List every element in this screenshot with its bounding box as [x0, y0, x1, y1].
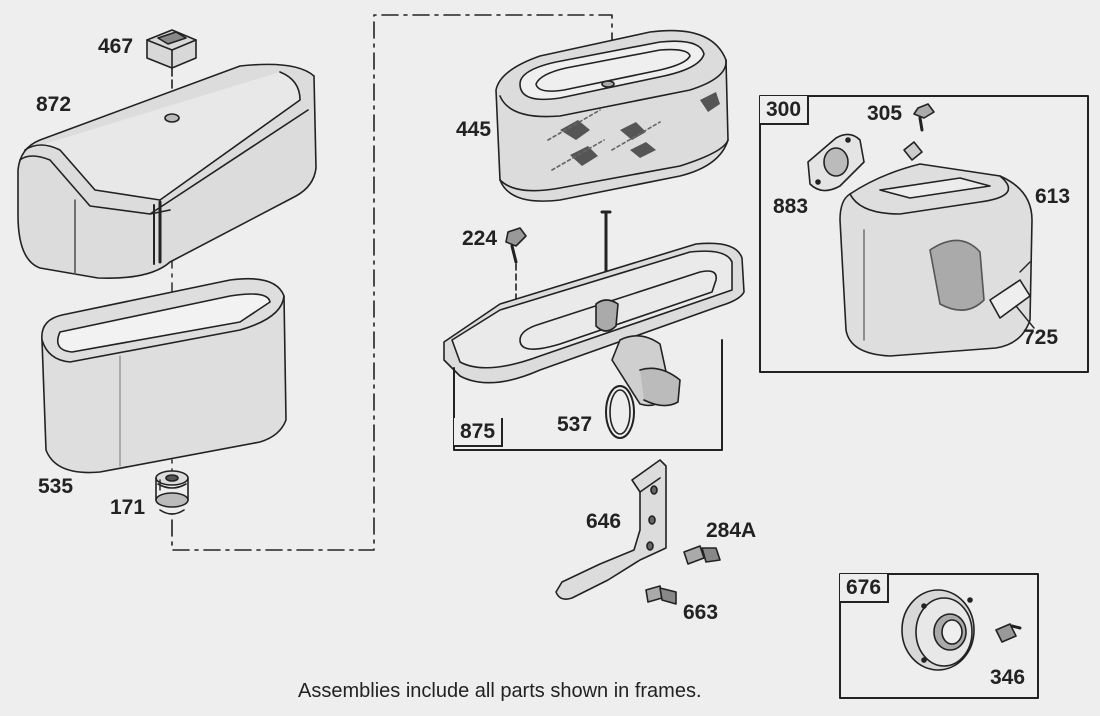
part-label-445: 445 [456, 118, 492, 141]
leader-lines [159, 261, 1035, 491]
grommet-171 [155, 470, 189, 515]
assembly-path-line [171, 14, 613, 551]
filter-445 [495, 29, 729, 202]
part-label-663: 663 [683, 601, 719, 624]
frame-tag-875: 875 [454, 418, 504, 447]
screw-305 [913, 103, 935, 132]
part-label-725: 725 [1023, 326, 1059, 349]
part-label-346: 346 [990, 666, 1026, 689]
bolt-663 [645, 585, 677, 605]
part-label-284a: 284A [706, 519, 757, 542]
frame-676-border [839, 573, 1039, 699]
part-label-883: 883 [773, 195, 809, 218]
gasket-883 [807, 133, 865, 192]
part-label-535: 535 [38, 475, 74, 498]
bolt-284a [683, 545, 721, 565]
part-label-646: 646 [586, 510, 622, 533]
bolt-346 [995, 623, 1022, 643]
frame-tag-300: 300 [760, 96, 810, 125]
assemblies-footnote: Assemblies include all parts shown in fr… [298, 680, 702, 702]
frame-tag-676: 676 [840, 574, 890, 603]
precleaner-535 [41, 277, 287, 474]
frame-300-border [759, 95, 1089, 373]
part-label-467: 467 [98, 35, 134, 58]
part-label-537: 537 [557, 413, 593, 436]
deflector-676 [901, 589, 975, 671]
cover-872 [17, 63, 317, 279]
screw-224 [505, 227, 527, 319]
frame-875-border [453, 339, 723, 451]
bracket-646 [555, 459, 667, 600]
muffler [839, 141, 1033, 357]
base-assembly [443, 210, 745, 439]
part-label-224: 224 [462, 227, 498, 250]
part-label-171: 171 [110, 496, 146, 519]
part-label-305: 305 [867, 102, 903, 125]
part-label-872: 872 [36, 93, 72, 116]
part-label-613: 613 [1035, 185, 1071, 208]
knob-467 [146, 29, 197, 113]
